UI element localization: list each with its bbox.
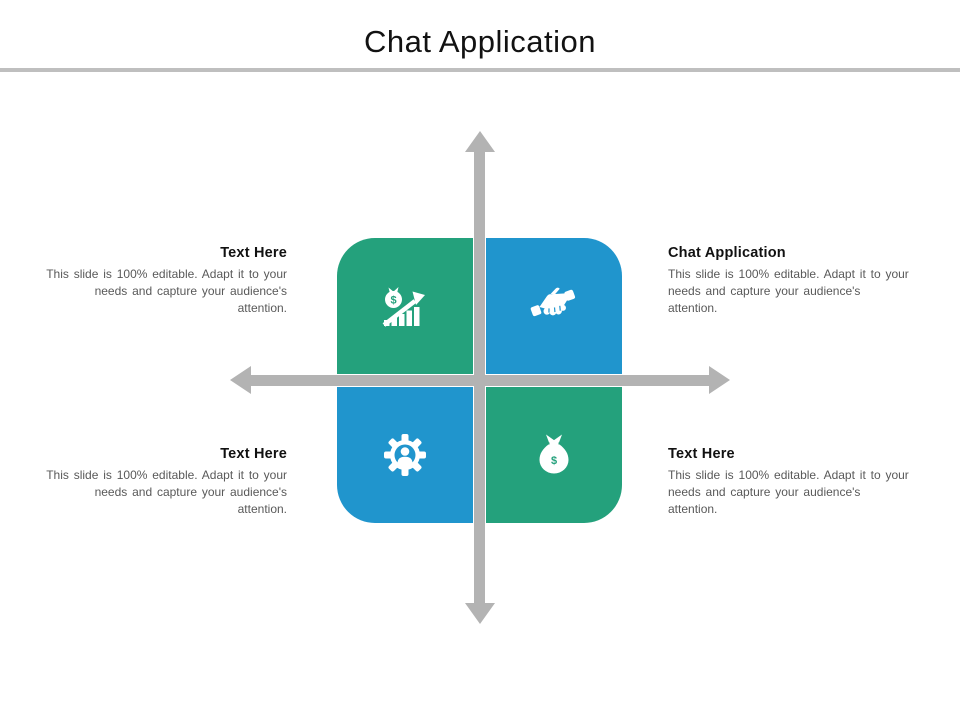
money-growth-icon: $ xyxy=(382,287,425,327)
quadrant-top-right xyxy=(486,238,622,374)
callout-heading: Chat Application xyxy=(668,245,786,261)
title-divider xyxy=(0,68,960,72)
svg-text:$: $ xyxy=(390,295,396,307)
horizontal-axis-shaft xyxy=(250,375,710,386)
quadrant-bottom-left xyxy=(337,387,473,523)
callout-body: This slide is 100% editable. Adapt it to… xyxy=(668,468,909,516)
svg-text:$: $ xyxy=(551,455,557,467)
callout-top-left: Text Here This slide is 100% editable. A… xyxy=(42,245,287,317)
quadrant-matrix: $ xyxy=(337,238,622,523)
quadrant-bottom-right: $ xyxy=(486,387,622,523)
callout-body: This slide is 100% editable. Adapt it to… xyxy=(46,267,287,315)
quadrant-top-left: $ xyxy=(337,238,473,374)
callout-heading: Text Here xyxy=(220,245,287,261)
callout-body: This slide is 100% editable. Adapt it to… xyxy=(46,468,287,516)
arrow-left-icon xyxy=(230,366,251,394)
arrow-up-icon xyxy=(465,131,495,152)
callout-bottom-left: Text Here This slide is 100% editable. A… xyxy=(42,446,287,518)
slide-title: Chat Application xyxy=(363,24,597,59)
callout-heading: Text Here xyxy=(668,446,735,462)
arrow-down-icon xyxy=(465,603,495,624)
callout-bottom-right: Text Here This slide is 100% editable. A… xyxy=(668,446,913,518)
handshake-icon xyxy=(530,287,576,317)
money-bag-icon: $ xyxy=(539,434,569,474)
callout-body: This slide is 100% editable. Adapt it to… xyxy=(668,267,909,315)
arrow-right-icon xyxy=(709,366,730,394)
callout-heading: Text Here xyxy=(220,446,287,462)
callout-top-right: Chat Application This slide is 100% edit… xyxy=(668,245,913,317)
person-gear-icon xyxy=(384,434,426,476)
